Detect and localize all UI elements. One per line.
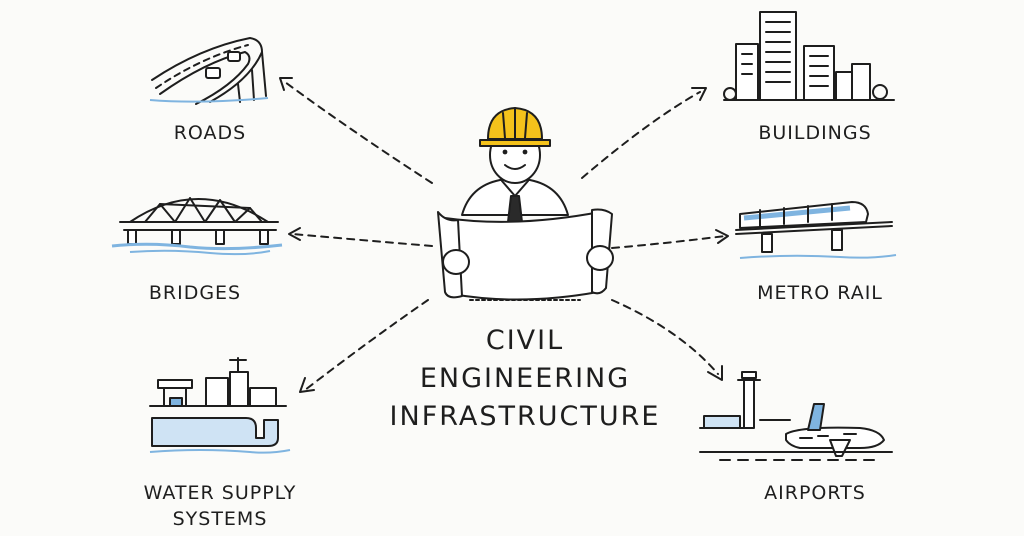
label-water-line2: SYSTEMS	[172, 508, 268, 530]
arrow-to-roads	[284, 81, 433, 184]
arrow-to-metro	[611, 235, 726, 249]
title-line-3: INFRASTRUCTURE	[389, 401, 661, 432]
title-line-2: ENGINEERING	[419, 363, 631, 394]
bridge-icon	[111, 197, 283, 256]
engineer-left-hand	[442, 249, 470, 275]
label-airports: AIRPORTS	[764, 482, 866, 504]
label-water-line1: WATER SUPPLY	[143, 482, 297, 504]
connector-arrows	[279, 77, 729, 393]
hard-hat-icon	[479, 107, 551, 147]
label-buildings: BUILDINGS	[758, 122, 872, 144]
label-metro-rail: METRO RAIL	[757, 282, 883, 304]
water-supply-icon	[149, 357, 291, 454]
arrow-to-buildings	[581, 91, 701, 179]
label-roads: ROADS	[173, 122, 247, 144]
metro-train-icon	[735, 201, 897, 259]
airport-icon	[699, 371, 893, 461]
engineer-figure	[437, 107, 614, 301]
buildings-icon	[723, 11, 895, 101]
arrow-to-bridges	[291, 233, 433, 247]
engineer-right-hand	[586, 245, 614, 271]
diagram-title: CIVIL ENGINEERING INFRASTRUCTURE	[380, 322, 670, 436]
blueprint-scroll	[437, 208, 613, 301]
label-water-supply: WATER SUPPLY SYSTEMS	[130, 482, 310, 530]
arrow-to-water	[304, 299, 429, 391]
arrow-to-airports	[611, 299, 719, 375]
road-icon	[149, 37, 269, 105]
label-bridges: BRIDGES	[148, 282, 242, 304]
title-line-1: CIVIL	[485, 325, 565, 356]
